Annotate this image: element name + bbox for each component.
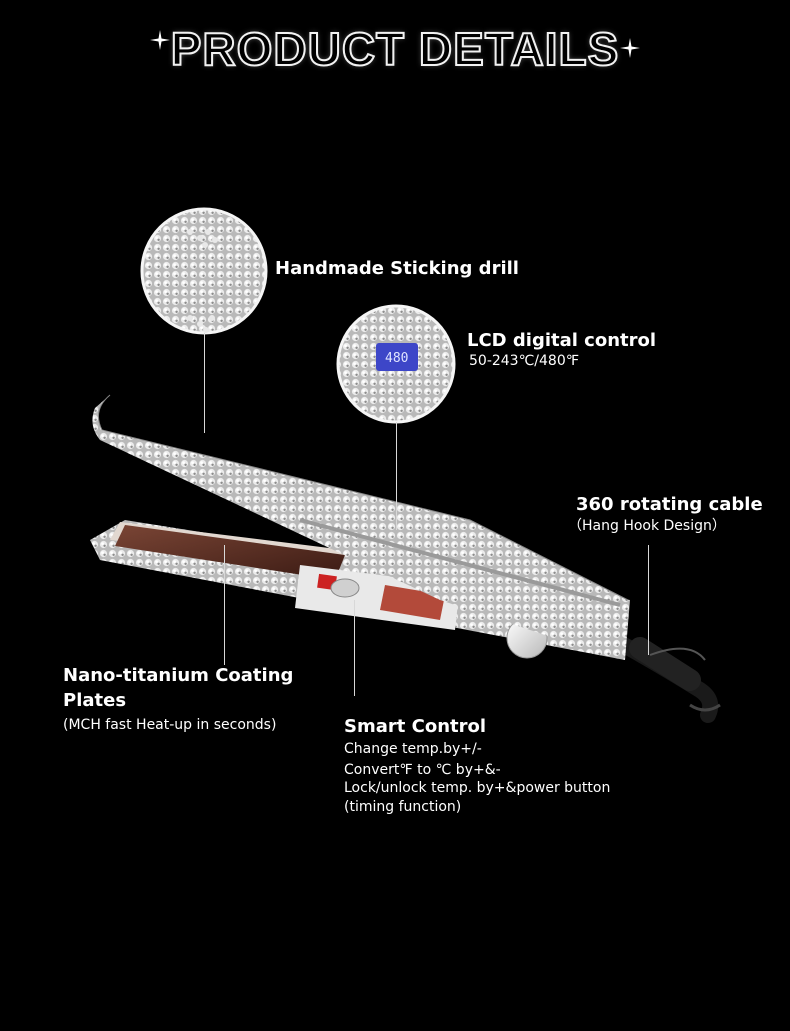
page-title: PRODUCT DETAILS — [170, 22, 620, 76]
smart-heading: Smart Control — [344, 716, 487, 737]
leader-line-lcd — [396, 422, 397, 530]
smart-line: Lock/unlock temp. by+&power button — [344, 780, 611, 796]
cable-subtext: （Hang Hook Design） — [568, 518, 726, 534]
smart-line: Convert℉ to ℃ by+&- — [344, 762, 501, 778]
lcd-subtext: 50-243℃/480℉ — [469, 353, 580, 369]
plates-heading-line2: Plates — [63, 690, 127, 711]
drill-heading: Handmade Sticking drill — [275, 258, 519, 279]
sparkle-icon — [620, 38, 640, 58]
lcd-readout: 480 — [385, 351, 408, 366]
smart-line: (timing function) — [344, 799, 462, 815]
leader-line-smart — [354, 600, 355, 696]
plates-subtext: (MCH fast Heat-up in seconds) — [63, 717, 277, 733]
lcd-heading: LCD digital control — [467, 330, 657, 351]
leader-line-cable — [648, 545, 649, 655]
leader-line-plates — [224, 545, 225, 665]
cable-heading: 360 rotating cable — [576, 494, 763, 515]
sparkle-icon — [150, 30, 170, 50]
plates-heading-line1: Nano-titanium Coating — [63, 665, 294, 686]
leader-line-drill — [204, 333, 205, 433]
upper-arm — [92, 395, 629, 640]
smart-line: Change temp.by+/- — [344, 741, 482, 757]
titanium-plate — [115, 525, 345, 580]
